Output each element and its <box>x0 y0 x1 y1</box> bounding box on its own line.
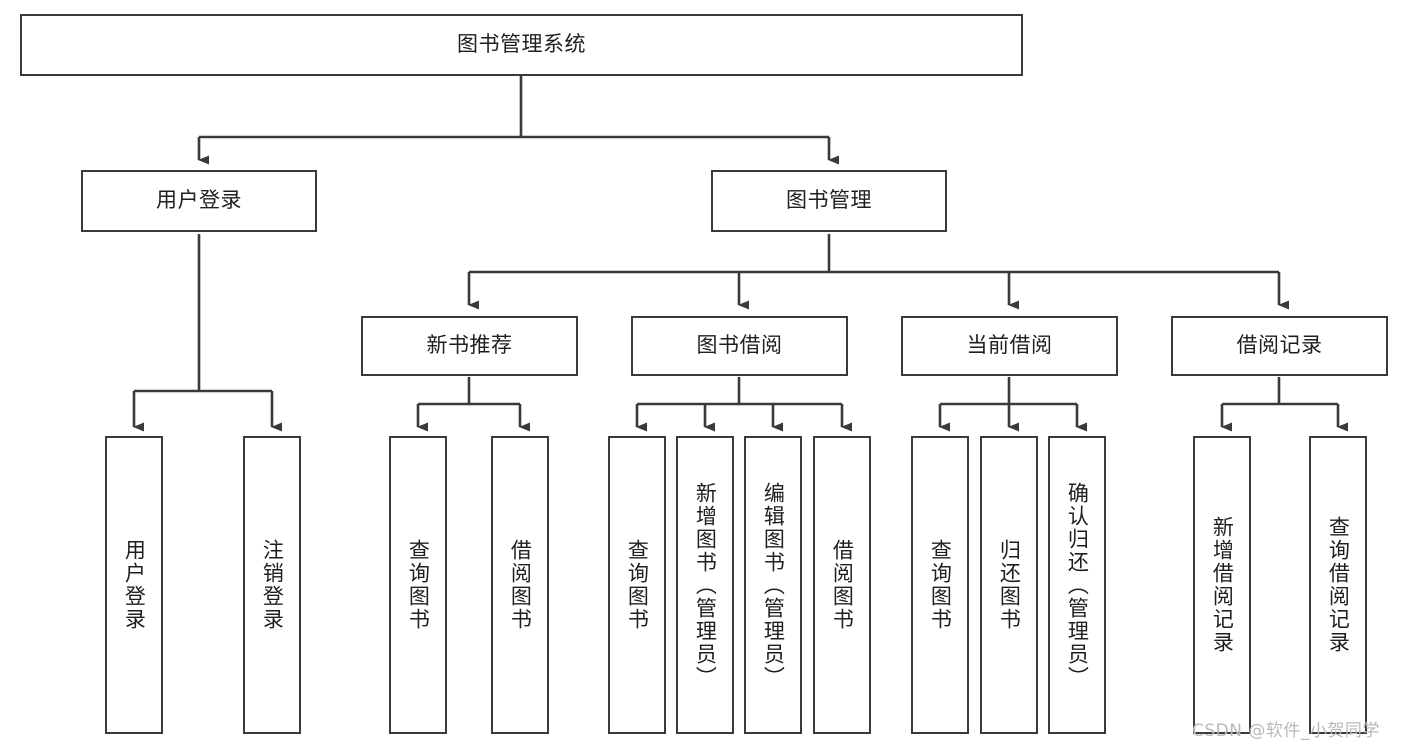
node-leaf-add-book[interactable]: 新增图书（管理员） <box>676 436 734 734</box>
node-leaf-query-book-3-label: 查询图书 <box>928 539 953 631</box>
node-leaf-query-book-1[interactable]: 查询图书 <box>389 436 447 734</box>
node-leaf-logout-label: 注销登录 <box>260 539 285 631</box>
node-leaf-return-book-label: 归还图书 <box>997 539 1022 631</box>
node-leaf-user-login[interactable]: 用户登录 <box>105 436 163 734</box>
node-leaf-add-record[interactable]: 新增借阅记录 <box>1193 436 1251 734</box>
csdn-watermark: CSDN @软件_小贺同学 <box>1192 721 1380 741</box>
node-leaf-confirm-return-label: 确认归还（管理员） <box>1065 481 1090 689</box>
node-book-borrow-label: 图书借阅 <box>696 333 783 358</box>
node-book-manage[interactable]: 图书管理 <box>711 170 947 232</box>
node-root[interactable]: 图书管理系统 <box>20 14 1023 76</box>
node-leaf-edit-book[interactable]: 编辑图书（管理员） <box>744 436 802 734</box>
node-current-borrow-label: 当前借阅 <box>966 333 1053 358</box>
node-leaf-query-record[interactable]: 查询借阅记录 <box>1309 436 1367 734</box>
node-new-book-rec-label: 新书推荐 <box>426 333 513 358</box>
node-leaf-confirm-return[interactable]: 确认归还（管理员） <box>1048 436 1106 734</box>
node-leaf-borrow-book-2-label: 借阅图书 <box>830 539 855 631</box>
node-leaf-borrow-book-1-label: 借阅图书 <box>508 539 533 631</box>
node-user-login[interactable]: 用户登录 <box>81 170 317 232</box>
node-new-book-rec[interactable]: 新书推荐 <box>361 316 578 376</box>
node-leaf-add-book-label: 新增图书（管理员） <box>693 481 718 689</box>
node-leaf-query-record-label: 查询借阅记录 <box>1326 516 1351 654</box>
node-leaf-query-book-1-label: 查询图书 <box>406 539 431 631</box>
node-leaf-borrow-book-1[interactable]: 借阅图书 <box>491 436 549 734</box>
node-borrow-record[interactable]: 借阅记录 <box>1171 316 1388 376</box>
node-leaf-edit-book-label: 编辑图书（管理员） <box>761 481 786 689</box>
node-user-login-label: 用户登录 <box>156 188 242 213</box>
node-leaf-query-book-2-label: 查询图书 <box>625 539 650 631</box>
node-leaf-add-record-label: 新增借阅记录 <box>1210 516 1235 654</box>
node-root-label: 图书管理系统 <box>457 32 586 57</box>
node-leaf-query-book-2[interactable]: 查询图书 <box>608 436 666 734</box>
node-borrow-record-label: 借阅记录 <box>1236 333 1323 358</box>
node-current-borrow[interactable]: 当前借阅 <box>901 316 1118 376</box>
node-leaf-borrow-book-2[interactable]: 借阅图书 <box>813 436 871 734</box>
node-leaf-logout[interactable]: 注销登录 <box>243 436 301 734</box>
node-leaf-user-login-label: 用户登录 <box>122 539 147 631</box>
node-leaf-return-book[interactable]: 归还图书 <box>980 436 1038 734</box>
node-book-manage-label: 图书管理 <box>786 188 872 213</box>
node-book-borrow[interactable]: 图书借阅 <box>631 316 848 376</box>
node-leaf-query-book-3[interactable]: 查询图书 <box>911 436 969 734</box>
